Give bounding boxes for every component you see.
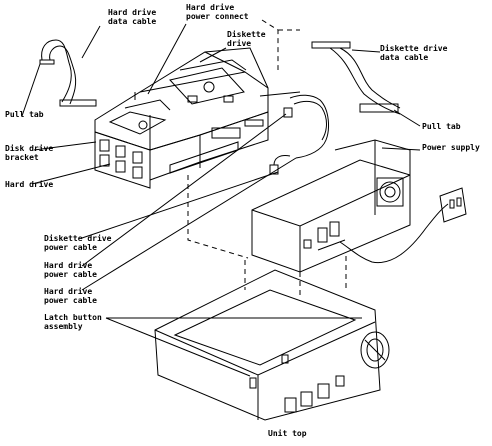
alignment-lines bbox=[187, 19, 347, 295]
power-cable-bundle bbox=[259, 91, 329, 175]
hard-drive-data-cable bbox=[39, 39, 97, 107]
label-latch-button-assembly: Latch button assembly bbox=[44, 313, 102, 331]
label-pull-tab-right-text: Pull tab bbox=[422, 122, 461, 131]
label-pull-tab-left-text: Pull tab bbox=[5, 110, 44, 119]
drive-assembly bbox=[94, 47, 269, 189]
label-pull-tab-right: Pull tab bbox=[422, 122, 461, 131]
label-latch-button-assembly-line1: Latch button bbox=[44, 313, 102, 322]
label-diskette-drive-line2: drive bbox=[227, 39, 252, 48]
label-diskette-power-cable-line2: power cable bbox=[44, 243, 97, 252]
label-power-supply: Power supply bbox=[422, 143, 480, 152]
unit-top bbox=[154, 269, 390, 421]
label-latch-button-assembly-line2: assembly bbox=[44, 322, 83, 331]
diskette-data-cable bbox=[311, 41, 401, 115]
power-cord bbox=[339, 187, 467, 264]
label-disk-drive-bracket: Disk drive bracket bbox=[5, 144, 53, 162]
label-diskette-drive-line1: Diskette bbox=[227, 30, 266, 39]
label-diskette-power-cable-line1: Diskette drive bbox=[44, 234, 112, 243]
label-hard-drive-power-cable-1-line1: Hard drive bbox=[44, 261, 93, 270]
label-hard-drive-power-cable-2-line2: power cable bbox=[44, 296, 97, 305]
label-disk-drive-bracket-line1: Disk drive bbox=[5, 144, 54, 153]
label-diskette-data-cable-line1: Diskette drive bbox=[380, 44, 448, 53]
label-unit-top-text: Unit top bbox=[268, 429, 307, 438]
label-diskette-data-cable: Diskette drive data cable bbox=[380, 44, 447, 62]
leader-lines bbox=[21, 23, 421, 377]
label-hard-drive-data-cable-line1: Hard drive bbox=[108, 8, 157, 17]
label-hard-drive-text: Hard drive bbox=[5, 180, 54, 189]
label-diskette-data-cable-line2: data cable bbox=[380, 53, 429, 62]
power-supply bbox=[251, 139, 411, 273]
label-diskette-power-cable: Diskette drive power cable bbox=[44, 234, 111, 252]
label-hard-drive-power-connect: Hard drive power connect bbox=[186, 3, 249, 21]
label-hard-drive-data-cable: Hard drive data cable bbox=[108, 8, 156, 26]
label-unit-top: Unit top bbox=[268, 429, 307, 438]
label-hard-drive-data-cable-line2: data cable bbox=[108, 17, 157, 26]
label-power-supply-text: Power supply bbox=[422, 143, 480, 152]
label-hard-drive-power-cable-1-line2: power cable bbox=[44, 270, 97, 279]
label-hard-drive-power-connect-line1: Hard drive bbox=[186, 3, 235, 12]
label-hard-drive: Hard drive bbox=[5, 180, 53, 189]
label-diskette-drive: Diskette drive bbox=[227, 30, 266, 48]
label-pull-tab-left: Pull tab bbox=[5, 110, 44, 119]
label-hard-drive-power-cable-2-line1: Hard drive bbox=[44, 287, 93, 296]
label-hard-drive-power-cable-1: Hard drive power cable bbox=[44, 261, 97, 279]
label-hard-drive-power-cable-2: Hard drive power cable bbox=[44, 287, 97, 305]
label-hard-drive-power-connect-line2: power connect bbox=[186, 12, 249, 21]
label-disk-drive-bracket-line2: bracket bbox=[5, 153, 39, 162]
